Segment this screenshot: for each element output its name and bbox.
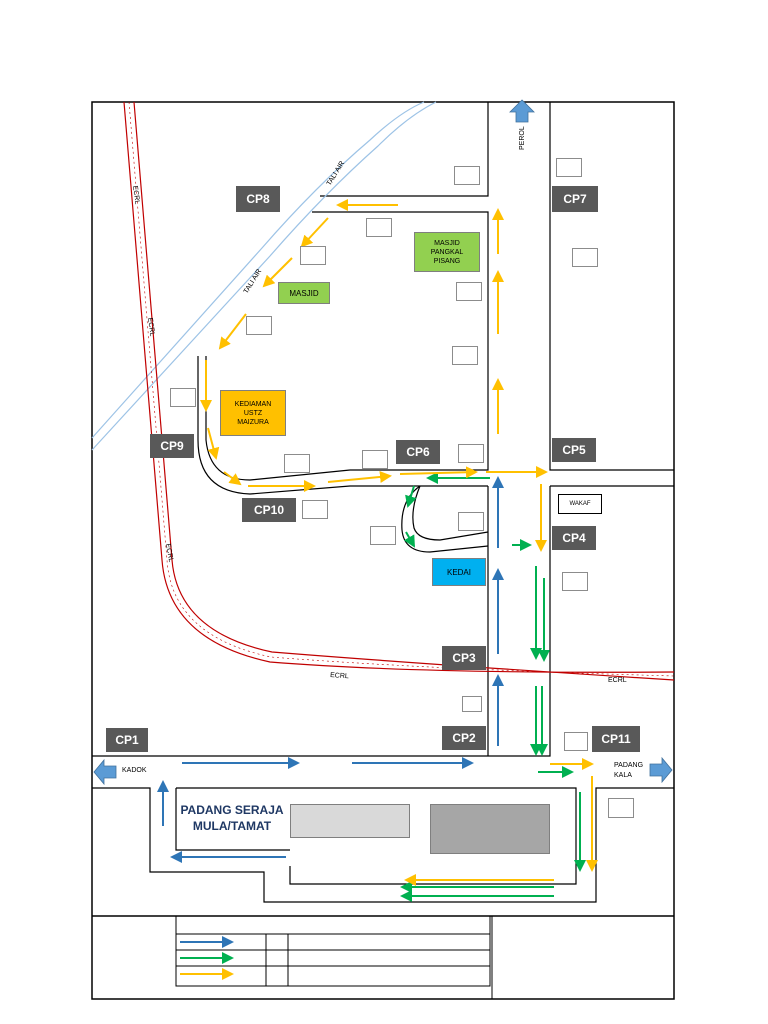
masjid-label: MASJID — [289, 288, 319, 298]
checkpoint-cp3: CP3 — [442, 646, 486, 670]
wakaf-label: WAKAF — [569, 500, 591, 507]
masjid-pangkal-pisang-line2: PANGKAL — [430, 248, 464, 256]
kedai-label: KEDAI — [446, 567, 471, 577]
cp5-label: CP5 — [562, 443, 586, 457]
cp1-label: CP1 — [115, 733, 139, 747]
roads — [92, 102, 674, 903]
kediaman-line3: MAIZURA — [237, 418, 269, 426]
field-dark — [430, 804, 550, 854]
house-box — [454, 166, 480, 185]
yellow-route — [200, 199, 598, 886]
checkpoint-cp6: CP6 — [396, 440, 440, 464]
tali-air-label-1: TALI AIR — [326, 160, 347, 187]
wakaf: WAKAF — [558, 494, 602, 514]
title-line2: MULA/TAMAT — [192, 819, 272, 833]
cp9-label: CP9 — [160, 439, 184, 453]
cp10-label: CP10 — [253, 503, 285, 517]
house-box — [366, 218, 392, 237]
checkpoint-cp7: CP7 — [552, 186, 598, 212]
house-box — [458, 444, 484, 463]
ecrl-label-2: ECRL — [146, 317, 156, 337]
checkpoint-cp11: CP11 — [592, 726, 640, 752]
house-box — [300, 246, 326, 265]
house-box — [556, 158, 582, 177]
kadok-direction-arrow — [93, 758, 117, 786]
cp8-label: CP8 — [246, 192, 270, 206]
house-box — [370, 526, 396, 545]
title-line1: PADANG SERAJA — [180, 803, 284, 817]
ecrl-label-1: ECRL — [131, 185, 141, 205]
house-box — [170, 388, 196, 407]
kediaman-ustz-maizura: KEDIAMAN USTZ MAIZURA — [220, 390, 286, 436]
perol-label: PEROL — [519, 126, 526, 150]
kediaman-line1: KEDIAMAN — [234, 400, 272, 408]
kediaman-line2: USTZ — [243, 409, 263, 417]
tali-air-channel — [91, 101, 437, 451]
padang-kala-direction-arrow — [649, 756, 673, 784]
checkpoint-cp4: CP4 — [552, 526, 596, 550]
masjid-pangkal-pisang: MASJID PANGKAL PISANG — [414, 232, 480, 272]
house-box — [452, 346, 478, 365]
house-box — [562, 572, 588, 591]
cp7-label: CP7 — [563, 192, 587, 206]
legend — [175, 915, 491, 987]
cp6-label: CP6 — [406, 445, 430, 459]
cp3-label: CP3 — [452, 651, 476, 665]
house-box — [456, 282, 482, 301]
perol-direction-arrow — [509, 99, 535, 123]
cp4-label: CP4 — [562, 531, 586, 545]
house-box — [608, 798, 634, 818]
house-box — [564, 732, 588, 751]
checkpoint-cp9: CP9 — [150, 434, 194, 458]
cp11-label: CP11 — [601, 732, 631, 746]
ecrl-label-4: ECRL — [330, 672, 349, 680]
house-box — [572, 248, 598, 267]
padang-kala-label-1: PADANG — [614, 762, 644, 769]
field-light — [290, 804, 410, 838]
checkpoint-cp10: CP10 — [242, 498, 296, 522]
house-box — [246, 316, 272, 335]
ecrl-label-3: ECRL — [164, 543, 174, 563]
masjid: MASJID — [278, 282, 330, 304]
house-box — [462, 696, 482, 712]
padang-kala-label-2: KALA — [614, 772, 632, 779]
green-route — [400, 472, 586, 902]
house-box — [458, 512, 484, 531]
ecrl-label-5: ECRL — [608, 677, 627, 684]
house-box — [302, 500, 328, 519]
checkpoint-cp2: CP2 — [442, 726, 486, 750]
masjid-pangkal-pisang-line1: MASJID — [434, 239, 460, 247]
kadok-label: KADOK — [122, 767, 147, 774]
masjid-pangkal-pisang-line3: PISANG — [433, 257, 461, 265]
start-finish-title: PADANG SERAJA MULA/TAMAT — [176, 802, 288, 834]
map-frame — [91, 101, 675, 1000]
checkpoint-cp1: CP1 — [106, 728, 148, 752]
kedai: KEDAI — [432, 558, 486, 586]
checkpoint-cp5: CP5 — [552, 438, 596, 462]
house-box — [284, 454, 310, 473]
checkpoint-cp8: CP8 — [236, 186, 280, 212]
blue-route — [157, 476, 504, 863]
cp2-label: CP2 — [452, 731, 476, 745]
house-box — [362, 450, 388, 469]
